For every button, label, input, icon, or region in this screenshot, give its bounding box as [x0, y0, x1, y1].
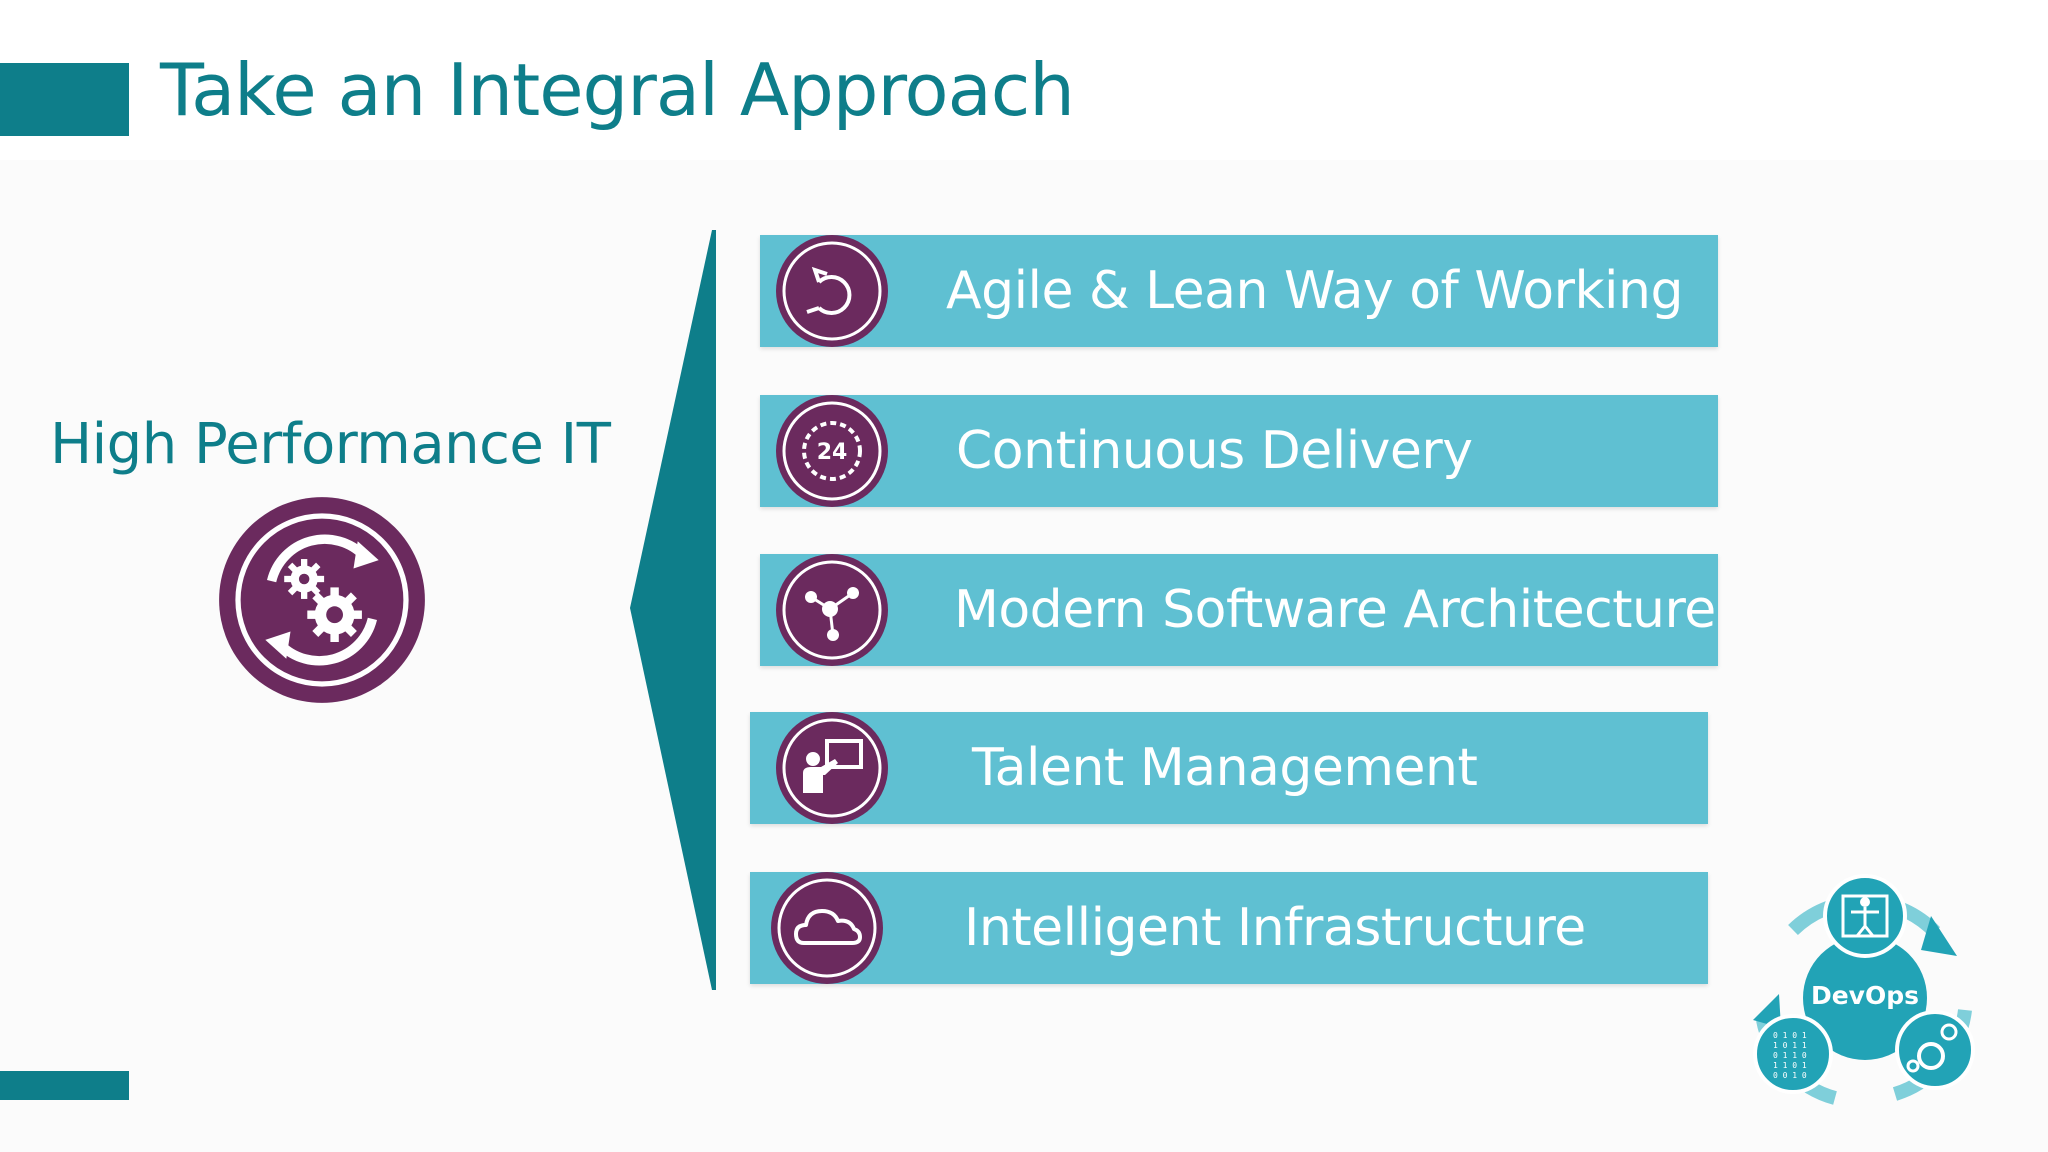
list-item: Intelligent Infrastructure — [750, 872, 1708, 984]
devops-logo: 0 1 0 1 1 0 1 1 0 1 1 0 1 1 0 1 0 0 1 0 … — [1753, 874, 1975, 1105]
network-nodes-icon — [776, 554, 888, 666]
list-item: Talent Management — [750, 712, 1708, 824]
page-title: Take an Integral Approach — [160, 48, 1075, 132]
item-label: Continuous Delivery — [956, 421, 1473, 481]
item-label: Talent Management — [972, 738, 1478, 798]
list-item: 24 Continuous Delivery — [760, 395, 1718, 507]
24-hours-icon: 24 — [776, 395, 888, 507]
bracket-connector — [630, 230, 716, 990]
svg-text:0 1 0 1: 0 1 0 1 — [1773, 1031, 1807, 1040]
agile-cycle-icon — [776, 235, 888, 347]
item-label: Intelligent Infrastructure — [964, 898, 1586, 958]
list-item: Modern Software Architecture — [760, 554, 1718, 666]
footer-accent-bar — [0, 1071, 129, 1100]
title-accent-bar — [0, 63, 129, 136]
svg-text:24: 24 — [817, 440, 848, 465]
cloud-icon — [771, 872, 883, 984]
svg-text:1 0 1 1: 1 0 1 1 — [1773, 1041, 1807, 1050]
cycle-gears-icon — [219, 497, 425, 703]
list-item: Agile & Lean Way of Working — [760, 235, 1718, 347]
svg-text:0 0 1 0: 0 0 1 0 — [1773, 1071, 1807, 1080]
devops-logo-text: DevOps — [1811, 981, 1919, 1010]
hub-label: High Performance IT — [50, 412, 611, 477]
presenter-icon — [776, 712, 888, 824]
svg-text:1 1 0 1: 1 1 0 1 — [1773, 1061, 1807, 1070]
svg-text:0 1 1 0: 0 1 1 0 — [1773, 1051, 1807, 1060]
item-label: Agile & Lean Way of Working — [946, 261, 1683, 321]
item-label: Modern Software Architecture — [954, 580, 1716, 640]
